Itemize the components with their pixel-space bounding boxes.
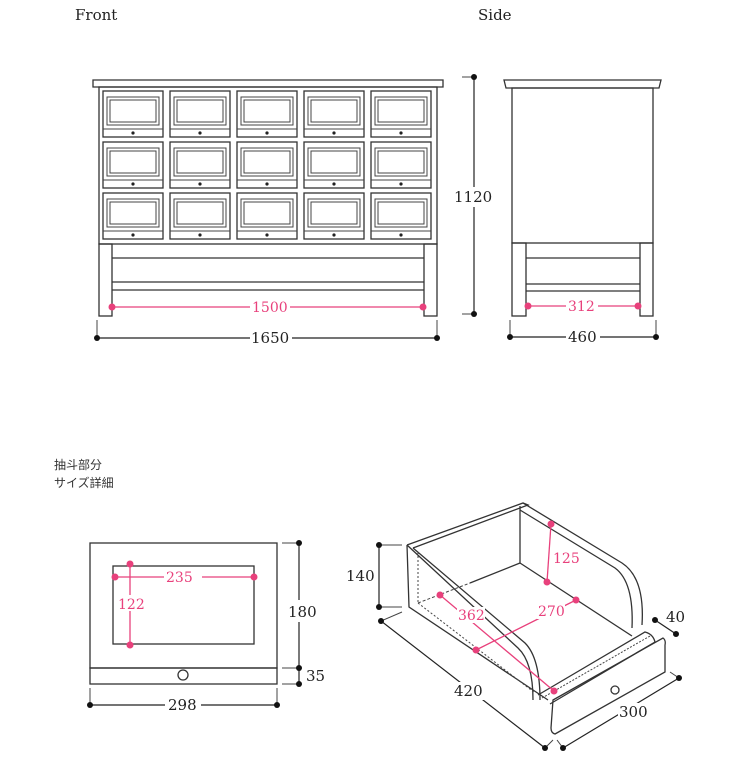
drawer-front-view: 235 122 180 35 298 (87, 540, 325, 714)
knob-icon (399, 233, 403, 237)
dim-40: 40 (666, 608, 685, 626)
knob-icon (177, 669, 189, 681)
cabinet-drawer (303, 141, 365, 189)
side-inner-depth-dimension: 312 (524, 297, 642, 315)
drawer-detail-heading-1: 抽斗部分 (54, 457, 102, 472)
knob-icon (198, 131, 202, 135)
cabinet-drawer (236, 141, 298, 189)
cabinet-drawer (370, 90, 432, 138)
dim-125: 125 (553, 551, 580, 567)
cabinet-drawer (102, 141, 164, 189)
drawer-isometric-view: 125 270 362 140 420 300 40 (346, 502, 685, 751)
knob-icon (265, 182, 269, 186)
side-view-cabinet (503, 79, 662, 317)
knob-icon (332, 182, 336, 186)
cabinet-drawer (169, 90, 231, 138)
cabinet-drawer (236, 90, 298, 138)
knob-icon (131, 233, 135, 237)
cabinet-drawer (236, 192, 298, 240)
knob-icon (265, 131, 269, 135)
side-view-title: Side (478, 6, 512, 24)
dim-180: 180 (288, 603, 317, 621)
side-total-depth-dimension: 460 (507, 320, 659, 346)
knob-icon (399, 131, 403, 135)
dim-312: 312 (568, 299, 595, 315)
dim-35: 35 (306, 667, 325, 685)
dim-1120: 1120 (454, 188, 492, 206)
dim-300: 300 (619, 703, 648, 721)
dim-420: 420 (454, 682, 483, 700)
knob-icon (332, 131, 336, 135)
cabinet-drawer (370, 141, 432, 189)
knob-icon (610, 685, 620, 695)
cabinet-drawer (169, 141, 231, 189)
front-view-cabinet (92, 79, 444, 317)
dim-460: 460 (568, 328, 597, 346)
knob-icon (131, 182, 135, 186)
cabinet-drawer (102, 90, 164, 138)
dim-298: 298 (168, 696, 197, 714)
dim-1650: 1650 (251, 329, 289, 347)
dim-235: 235 (166, 570, 193, 586)
dim-270: 270 (538, 604, 565, 620)
front-inner-width-dimension: 1500 (108, 298, 427, 316)
drawer-detail-heading-2: サイズ詳細 (54, 475, 114, 490)
knob-icon (399, 182, 403, 186)
cabinet-drawer (169, 192, 231, 240)
cabinet-drawer (303, 192, 365, 240)
knob-icon (198, 182, 202, 186)
dim-122: 122 (118, 597, 145, 613)
knob-icon (332, 233, 336, 237)
front-total-width-dimension: 1650 (94, 320, 440, 347)
dim-362: 362 (458, 608, 485, 624)
cabinet-drawer (102, 192, 164, 240)
cabinet-drawer (370, 192, 432, 240)
knob-icon (131, 131, 135, 135)
height-dimension: 1120 (452, 74, 496, 317)
dim-1500: 1500 (252, 300, 288, 316)
knob-icon (198, 233, 202, 237)
cabinet-drawer (303, 90, 365, 138)
dim-140: 140 (346, 567, 375, 585)
front-view-title: Front (75, 6, 117, 24)
knob-icon (265, 233, 269, 237)
